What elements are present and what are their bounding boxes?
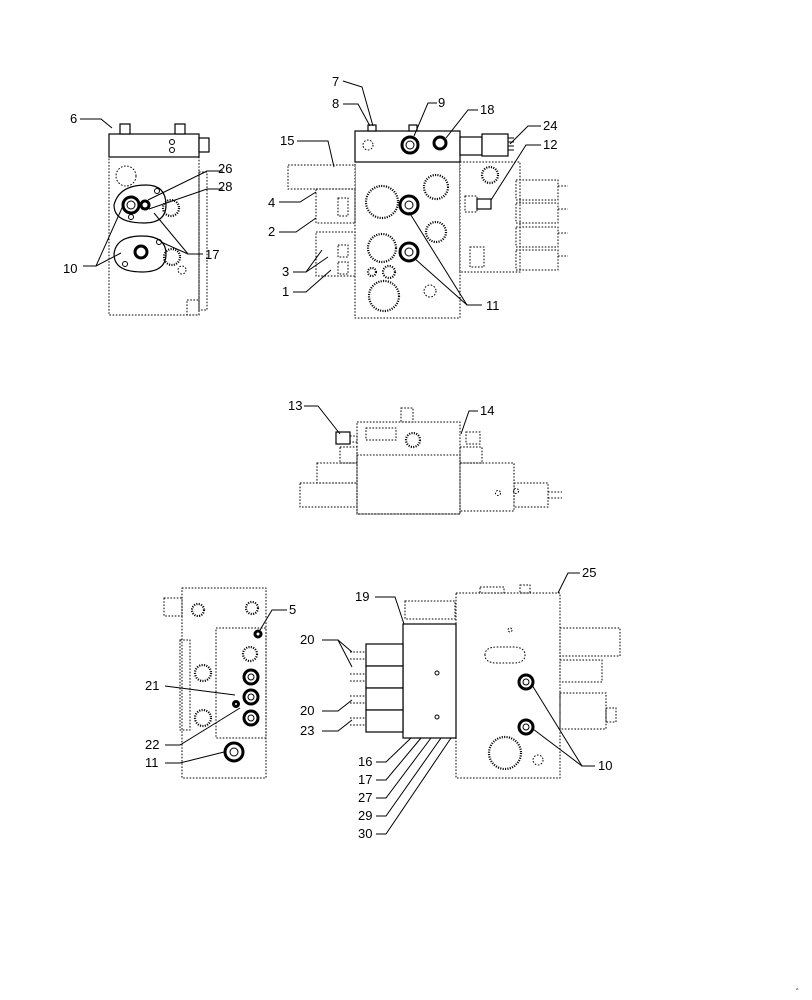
- callout-10: 10: [63, 261, 77, 276]
- callout-19: 19: [355, 589, 369, 604]
- callout-3: 3: [282, 264, 289, 279]
- callout-23: 23: [300, 723, 314, 738]
- callout-6: 6: [70, 111, 77, 126]
- callout-11b: 11: [145, 755, 159, 770]
- callout-29: 29: [358, 808, 372, 823]
- top-view: [299, 407, 562, 515]
- callout-24: 24: [543, 118, 557, 133]
- callout-26: 26: [218, 161, 232, 176]
- front-view: [287, 124, 568, 319]
- rear-side-view: [163, 587, 267, 779]
- callout-8: 8: [332, 96, 339, 111]
- callout-20b: 20: [300, 703, 314, 718]
- callout-12: 12: [543, 137, 557, 152]
- underside-view: [350, 584, 621, 779]
- callout-labels: 6 26 28 10 17 7 8 9 18 15 24 12 4 2 3 1 …: [63, 74, 612, 841]
- callout-15: 15: [280, 133, 294, 148]
- callout-21: 21: [145, 678, 159, 693]
- callout-18: 18: [480, 102, 494, 117]
- callout-20: 20: [300, 632, 314, 647]
- callout-2: 2: [268, 224, 275, 239]
- leader-lines: [80, 80, 595, 835]
- callout-9: 9: [438, 95, 445, 110]
- callout-17: 17: [205, 247, 219, 262]
- left-side-view: [108, 123, 210, 316]
- callout-28: 28: [218, 179, 232, 194]
- callout-17b: 17: [358, 772, 372, 787]
- callout-14: 14: [480, 403, 494, 418]
- callout-22: 22: [145, 737, 159, 752]
- callout-25: 25: [582, 565, 596, 580]
- callout-27: 27: [358, 790, 372, 805]
- callout-4: 4: [268, 195, 275, 210]
- callout-1: 1: [282, 284, 289, 299]
- callout-16: 16: [358, 754, 372, 769]
- callout-11: 11: [486, 298, 500, 313]
- callout-30: 30: [358, 826, 372, 841]
- callout-7: 7: [332, 74, 339, 89]
- callout-10b: 10: [598, 758, 612, 773]
- callout-5: 5: [289, 602, 296, 617]
- corner-mark: ^: [796, 988, 799, 994]
- callout-13: 13: [288, 398, 302, 413]
